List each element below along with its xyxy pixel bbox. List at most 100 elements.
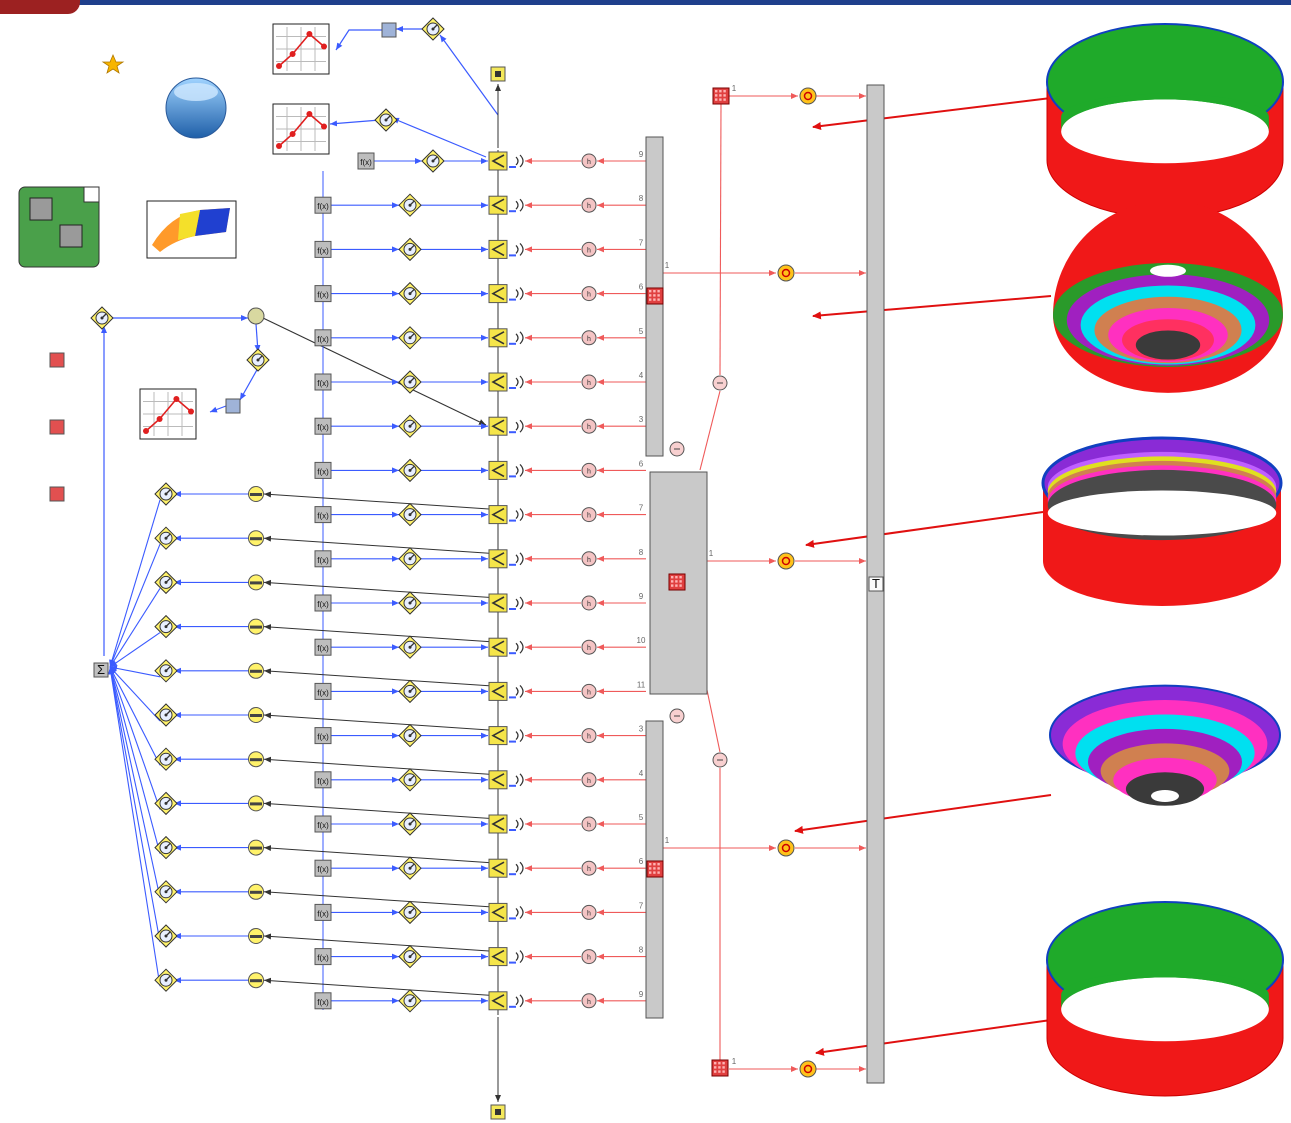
- aft-skirt-node[interactable]: [711, 1059, 729, 1077]
- rlt-block[interactable]: [49, 352, 65, 368]
- rlt-block[interactable]: [49, 419, 65, 435]
- radiation-block[interactable]: [777, 552, 795, 570]
- cond-block[interactable]: f(x): [314, 771, 332, 789]
- gain-block[interactable]: [398, 944, 422, 969]
- eject-block[interactable]: [248, 839, 264, 856]
- tank-volume-block[interactable]: [488, 151, 516, 171]
- convection-block[interactable]: h: [581, 507, 597, 523]
- eject-block[interactable]: [248, 618, 264, 635]
- convection-block[interactable]: h: [581, 728, 597, 744]
- tank-volume-block[interactable]: [488, 902, 516, 922]
- eject-block[interactable]: [248, 883, 264, 900]
- convection-block[interactable]: h: [581, 772, 597, 788]
- gain-block[interactable]: [398, 635, 422, 659]
- tank-volume-block[interactable]: [488, 814, 516, 834]
- gain-block[interactable]: [398, 237, 422, 262]
- convection-block[interactable]: h: [581, 153, 597, 169]
- cond-block[interactable]: f(x): [314, 550, 332, 568]
- convection-block[interactable]: h: [581, 860, 597, 876]
- cond-block[interactable]: f(x): [314, 815, 332, 833]
- eject-block[interactable]: [248, 530, 264, 547]
- radiation-block[interactable]: [777, 839, 795, 857]
- cond-aft-dome-block[interactable]: [669, 708, 685, 724]
- cond-block[interactable]: f(x): [314, 594, 332, 612]
- cond-block[interactable]: f(x): [357, 152, 375, 170]
- cond-block[interactable]: f(x): [314, 682, 332, 700]
- cond-block[interactable]: f(x): [314, 285, 332, 303]
- eject-block[interactable]: [248, 972, 264, 989]
- gain-block[interactable]: [398, 856, 422, 880]
- convection-block[interactable]: h: [581, 418, 597, 434]
- convection-block[interactable]: h: [581, 949, 597, 965]
- cond-block[interactable]: f(x): [314, 727, 332, 745]
- integrator-block[interactable]: [381, 22, 397, 38]
- tank-volume-block[interactable]: [488, 593, 516, 613]
- plot-block[interactable]: [139, 388, 197, 440]
- tank-volume-block[interactable]: [488, 549, 516, 569]
- cond-aft-block[interactable]: [712, 752, 728, 768]
- convection-block[interactable]: h: [581, 595, 597, 611]
- gain-block[interactable]: [398, 414, 422, 438]
- heat-transfer-library[interactable]: [18, 186, 100, 268]
- convection-block[interactable]: h: [581, 462, 597, 478]
- convection-block[interactable]: h: [581, 904, 597, 920]
- tank-volume-block[interactable]: [488, 726, 516, 746]
- gain-block[interactable]: [246, 348, 270, 372]
- gain-block[interactable]: [398, 679, 422, 704]
- tank-volume-block[interactable]: [488, 239, 516, 259]
- gain-block[interactable]: [154, 659, 178, 683]
- cond-fwd-block[interactable]: [712, 375, 728, 391]
- gain-block[interactable]: [154, 835, 178, 860]
- gain-block[interactable]: [374, 108, 398, 132]
- cond-block[interactable]: f(x): [314, 903, 332, 921]
- eject-block[interactable]: [248, 751, 264, 768]
- gain-block[interactable]: [154, 747, 178, 771]
- cond-block[interactable]: f(x): [314, 859, 332, 877]
- sum-block[interactable]: [93, 662, 109, 678]
- port-block[interactable]: [490, 66, 506, 82]
- radiation-block[interactable]: [777, 264, 795, 282]
- convection-block[interactable]: h: [581, 639, 597, 655]
- eject-block[interactable]: [248, 707, 264, 723]
- convection-block[interactable]: h: [581, 551, 597, 567]
- radiation-block[interactable]: [799, 87, 817, 105]
- cond-block[interactable]: f(x): [314, 638, 332, 656]
- plot-block[interactable]: [272, 23, 330, 75]
- rlt-block[interactable]: [49, 486, 65, 502]
- convection-block[interactable]: h: [581, 683, 597, 699]
- gain-block[interactable]: [398, 502, 422, 527]
- eject-block[interactable]: [248, 486, 264, 502]
- tank-volume-block[interactable]: [488, 372, 516, 392]
- tank-volume-block[interactable]: [488, 770, 516, 790]
- integrator2-block[interactable]: [225, 398, 241, 414]
- eject-block[interactable]: [248, 928, 264, 944]
- eject-block[interactable]: [248, 574, 264, 591]
- gain-block[interactable]: [90, 306, 114, 330]
- cond-fwd-dome-block[interactable]: [669, 441, 685, 457]
- cond-block[interactable]: f(x): [314, 329, 332, 347]
- tank-volume-block[interactable]: [488, 858, 516, 878]
- gain-block[interactable]: [154, 703, 178, 727]
- gain-block[interactable]: [421, 149, 445, 173]
- gain-block[interactable]: [154, 880, 178, 904]
- cond-block[interactable]: f(x): [314, 506, 332, 524]
- gain-block[interactable]: [154, 570, 178, 595]
- gain-block[interactable]: [398, 591, 422, 615]
- cond-block[interactable]: f(x): [314, 196, 332, 214]
- eject-block[interactable]: [248, 795, 264, 812]
- gain-block[interactable]: [398, 723, 422, 748]
- gain-block[interactable]: [154, 482, 178, 506]
- gain-block[interactable]: [154, 924, 178, 948]
- gain-block[interactable]: [398, 989, 422, 1013]
- gain-block[interactable]: [398, 370, 422, 394]
- tank-volume-block[interactable]: [488, 328, 516, 348]
- gain-block[interactable]: [398, 458, 422, 483]
- tank-volume-block[interactable]: [488, 681, 516, 701]
- convection-block[interactable]: h: [581, 241, 597, 257]
- convection-block[interactable]: h: [581, 197, 597, 213]
- cond-block[interactable]: f(x): [314, 373, 332, 391]
- tank-wall-node[interactable]: [668, 573, 686, 591]
- tank-volume-block[interactable]: [488, 991, 516, 1011]
- fwd-skirt-node[interactable]: [712, 87, 730, 105]
- gain-block[interactable]: [398, 193, 422, 217]
